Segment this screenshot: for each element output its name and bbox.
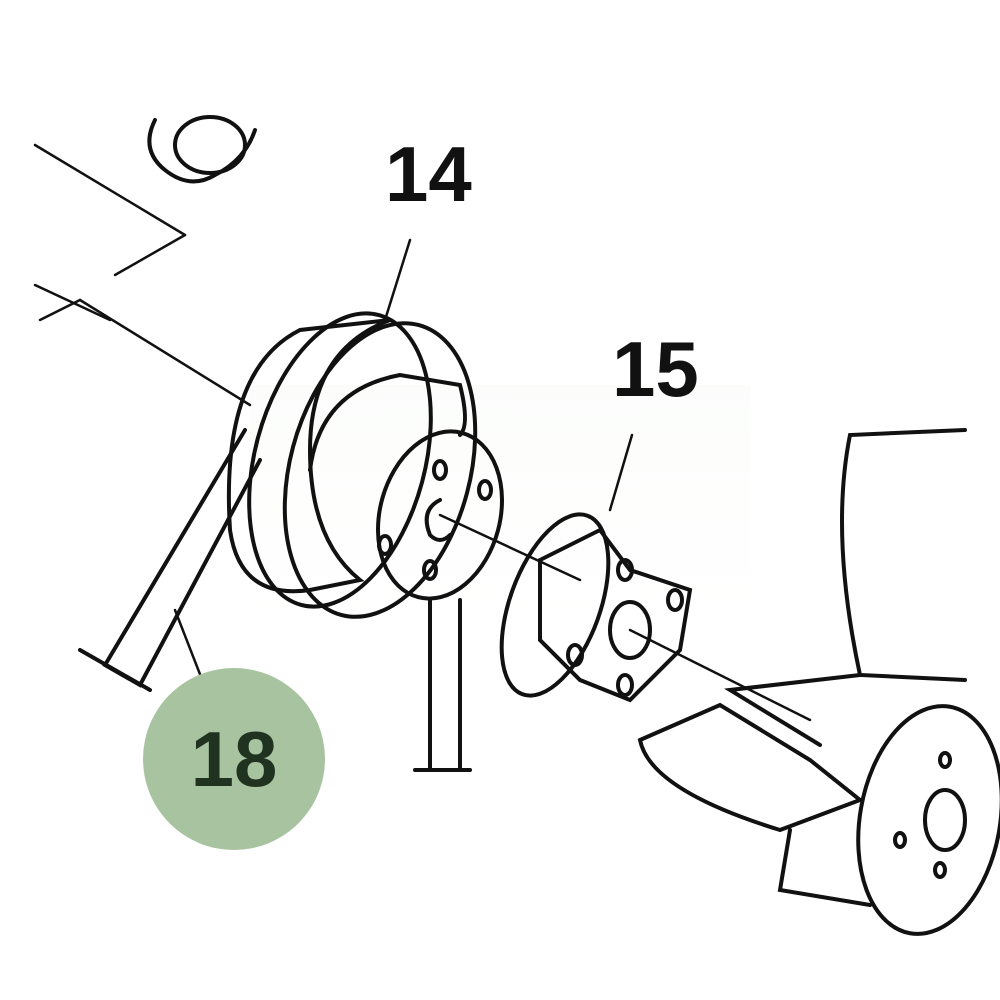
callout-15: 15	[612, 325, 699, 413]
belt-18	[78, 428, 262, 702]
shaft	[413, 513, 582, 772]
fan	[637, 428, 1000, 936]
hub-15	[499, 433, 812, 722]
top-fitting	[147, 115, 257, 184]
callout-14: 14	[385, 130, 472, 218]
pulley-14	[226, 238, 504, 619]
callout-18-highlight: 18	[143, 668, 325, 850]
callout-18: 18	[190, 714, 278, 803]
belt-lines	[33, 143, 252, 407]
